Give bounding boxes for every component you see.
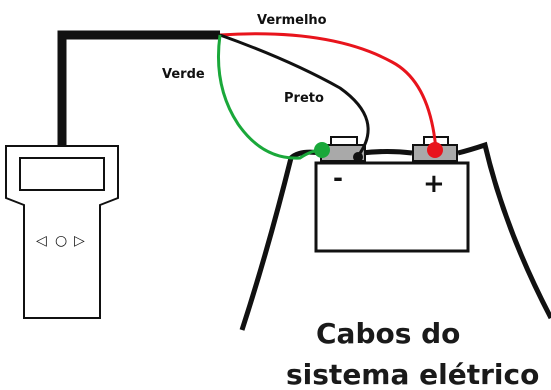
negative-symbol: - xyxy=(333,164,343,192)
black-wire xyxy=(219,33,370,157)
positive-symbol: + xyxy=(423,169,445,199)
ok-circle-icon: ○ xyxy=(55,233,67,249)
negative-terminal xyxy=(320,136,366,162)
device-screen xyxy=(19,157,105,191)
right-arrow-icon: ▷ xyxy=(74,233,85,249)
diagnostic-device: ◁ ○ ▷ xyxy=(5,145,119,319)
main-cable xyxy=(57,30,220,146)
caption-line-2: sistema elétrico xyxy=(286,358,539,390)
green-wire-label: Verde xyxy=(162,67,205,82)
green-wire xyxy=(216,34,323,160)
battery-body xyxy=(314,161,470,253)
black-clamp xyxy=(353,152,363,162)
black-wire-label: Preto xyxy=(284,91,324,106)
battery-cable-middle xyxy=(360,149,413,156)
battery-cable-left xyxy=(239,149,321,331)
battery-cable-right xyxy=(457,141,551,320)
green-clamp xyxy=(314,142,330,158)
left-arrow-icon: ◁ xyxy=(36,233,47,249)
red-wire xyxy=(219,32,438,151)
red-clamp xyxy=(427,142,443,158)
caption-line-1: Cabos do xyxy=(316,317,460,350)
red-wire-label: Vermelho xyxy=(257,13,327,28)
